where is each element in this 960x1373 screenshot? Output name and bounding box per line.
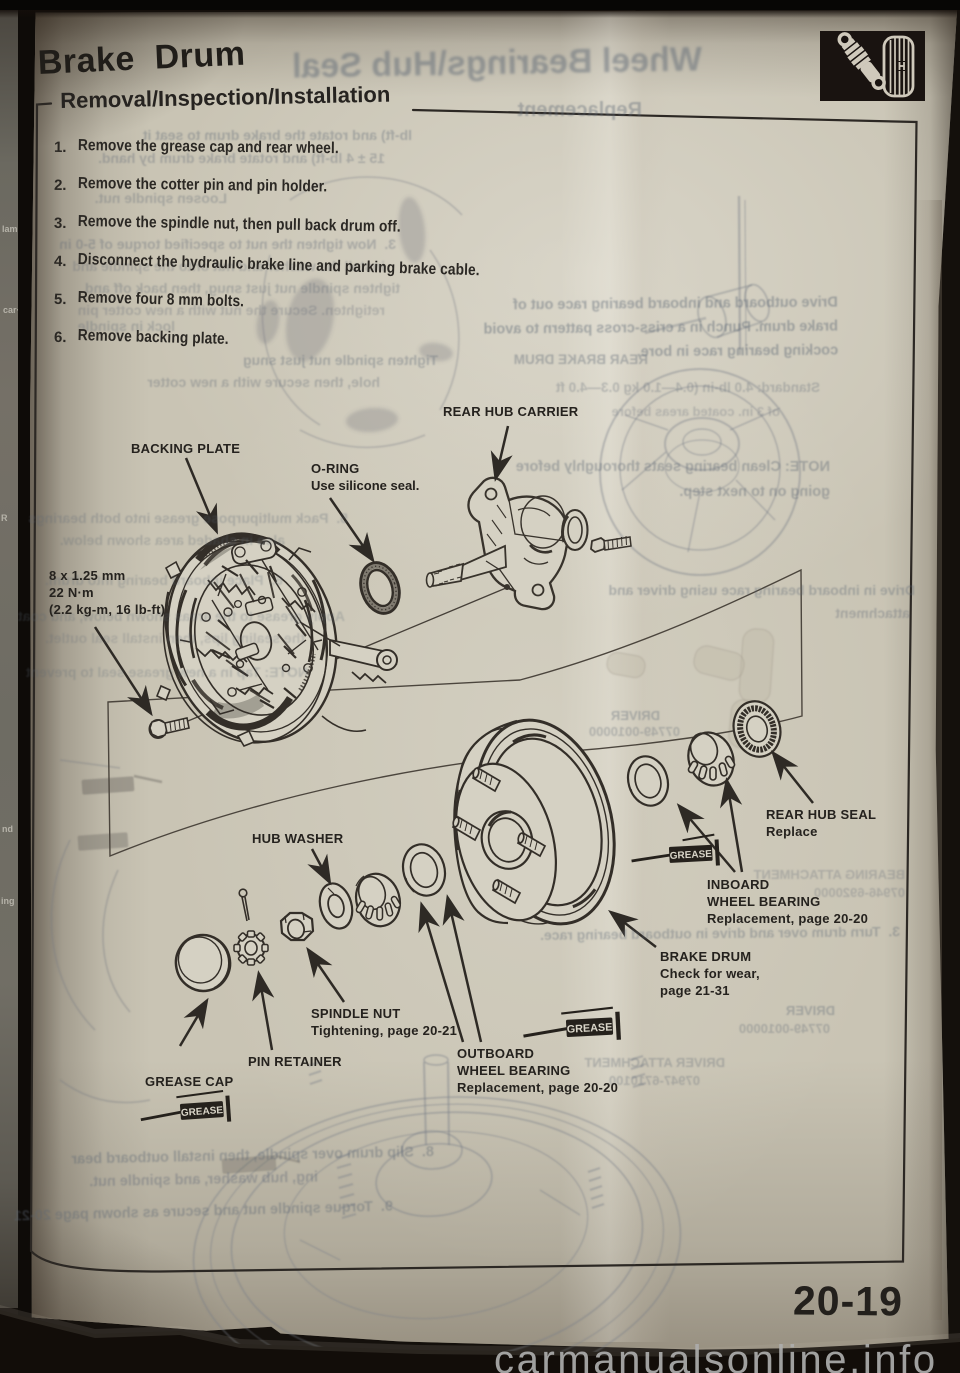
svg-text:GREASE: GREASE xyxy=(567,1021,613,1035)
svg-text:GREASE: GREASE xyxy=(181,1105,224,1119)
svg-text:GREASE: GREASE xyxy=(669,849,712,862)
